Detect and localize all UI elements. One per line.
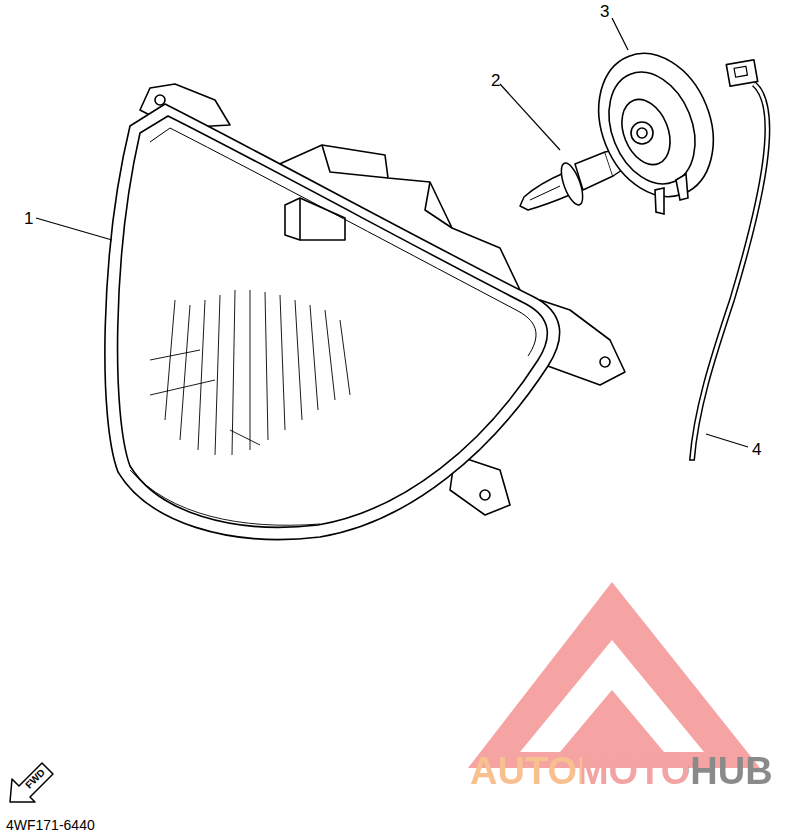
drawing-stroke <box>280 295 285 430</box>
drawing-stroke <box>726 60 757 87</box>
drawing-stroke <box>130 470 320 525</box>
callout-number: 4 <box>752 441 761 458</box>
drawing-stroke <box>285 198 300 240</box>
drawing-stroke <box>130 290 350 525</box>
drawing-stroke <box>676 174 688 200</box>
drawing-stroke <box>265 292 268 440</box>
drawing-stroke <box>155 95 165 105</box>
drawing-stroke <box>593 59 711 197</box>
drawing-stroke <box>165 300 175 420</box>
drawing-stroke <box>637 128 647 138</box>
drawing-stroke <box>480 490 490 500</box>
drawing-stroke <box>585 705 640 740</box>
lead-wire <box>689 60 767 460</box>
drawing-stroke <box>295 300 302 420</box>
drawing-stroke <box>232 290 235 455</box>
drawing-stroke <box>230 430 260 445</box>
watermark-logo <box>468 582 760 768</box>
drawing-stroke <box>105 104 560 539</box>
drawing-stroke <box>150 128 536 356</box>
drawing-stroke <box>530 186 560 200</box>
drawing-stroke <box>706 434 748 447</box>
drawing-stroke <box>198 300 205 450</box>
headlight-unit <box>36 84 625 539</box>
callout-number: 3 <box>600 3 609 20</box>
watermark: AUTOMOTOHUB <box>470 752 773 790</box>
drawing-stroke <box>578 36 734 214</box>
drawing-stroke <box>250 290 251 450</box>
drawing-stroke <box>325 310 335 400</box>
drawing-stroke <box>692 84 767 460</box>
drawing-stroke <box>310 305 318 410</box>
drawing-stroke <box>180 305 190 440</box>
drawing-stroke <box>689 459 695 461</box>
diagram-code: 4WF171-6440 <box>6 818 95 832</box>
arrow-shape <box>10 763 53 802</box>
callout-number: 1 <box>24 210 33 227</box>
drawing-stroke <box>340 320 350 395</box>
drawing-stroke <box>468 582 760 768</box>
drawing-stroke <box>500 84 560 150</box>
drawing-stroke <box>322 145 388 178</box>
bulb-socket <box>578 18 734 214</box>
drawing-stroke <box>734 66 747 77</box>
drawing-stroke <box>655 188 664 214</box>
callout-number: 2 <box>491 72 500 89</box>
drawing-stroke <box>692 84 767 460</box>
drawing-stroke <box>150 350 200 360</box>
drawing-stroke <box>118 116 548 527</box>
direction-arrow: FWD <box>8 752 60 804</box>
drawing-stroke <box>600 357 610 367</box>
drawing-stroke <box>215 295 220 455</box>
drawing-stroke <box>150 380 215 395</box>
drawing-stroke <box>612 18 628 50</box>
drawing-stroke <box>36 218 112 240</box>
drawing-stroke <box>613 92 679 172</box>
drawing-stroke <box>300 198 345 240</box>
drawing-stroke <box>425 182 452 228</box>
drawing-stroke <box>631 122 653 144</box>
drawing-stroke <box>520 640 704 752</box>
